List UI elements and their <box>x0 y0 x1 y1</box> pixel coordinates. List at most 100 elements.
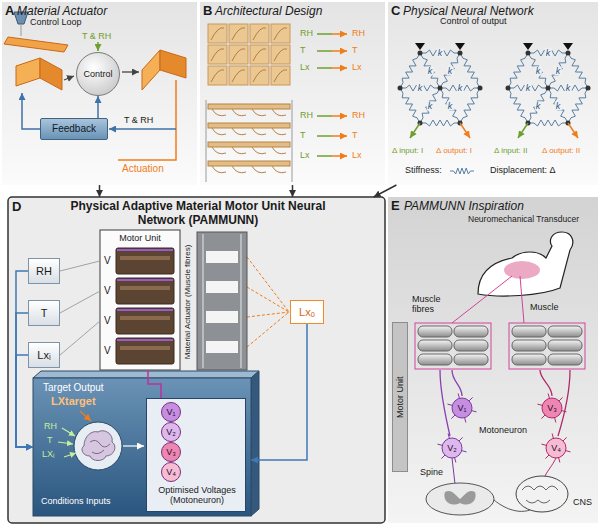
muscle-fibre <box>548 354 582 365</box>
dendrite <box>469 397 473 401</box>
input-arrow <box>410 123 420 138</box>
stiffness-symbol: k <box>457 84 464 93</box>
lattice-node <box>438 86 443 91</box>
input-box: T <box>28 300 60 326</box>
muscle-belly <box>504 261 540 279</box>
output-label: Δ output: II <box>542 146 580 155</box>
fin-curl <box>252 128 266 135</box>
output-label: Δ output: I <box>436 146 472 155</box>
spring <box>528 88 548 123</box>
input-label: LXᵢ <box>42 449 54 459</box>
muscle-fibre <box>418 326 452 337</box>
part-label: Muscle fibres <box>412 294 448 315</box>
facade-tile <box>250 45 269 64</box>
brain-icon <box>74 422 122 470</box>
lattice-node <box>418 51 423 56</box>
input-label: RH <box>300 110 313 120</box>
part-label: Motoneuron <box>479 425 527 435</box>
input-arrow <box>518 123 528 138</box>
dendrite <box>472 411 477 412</box>
stiffness-symbol: k <box>535 66 542 75</box>
facade-tile <box>271 45 290 64</box>
panel-frame <box>8 197 385 523</box>
spring <box>568 88 588 123</box>
voltage-node: V₃ <box>161 442 181 462</box>
facade-tile <box>271 66 290 85</box>
muscle-fibre <box>454 354 488 365</box>
spring <box>420 88 440 123</box>
folded-actuator <box>142 50 160 90</box>
actuator-cut <box>203 234 204 368</box>
voltage-node: V₄ <box>161 462 181 482</box>
strip-gloss <box>120 286 170 290</box>
node-label: T <box>41 307 48 320</box>
input-arrow <box>317 50 332 52</box>
signal-label: T & RH <box>82 31 111 41</box>
fin-curl <box>232 109 246 116</box>
output-line <box>247 257 289 312</box>
muscle-link <box>520 276 524 323</box>
controller-top <box>33 371 259 378</box>
spring <box>508 88 528 123</box>
connector <box>60 291 100 313</box>
output-arrow <box>332 135 347 137</box>
voltage-label: V₁ <box>166 407 175 417</box>
lattice-node <box>586 86 591 91</box>
target-arrow <box>80 411 91 421</box>
panel-letter: D <box>12 200 21 215</box>
panel-title: PAMMUNN Inspiration <box>404 200 524 214</box>
input-arrow <box>317 67 332 69</box>
node-label: Optimised Voltages (Motoneuron) <box>149 485 245 506</box>
panel-frame: EPAMMUNN InspirationMotor Unit <box>388 197 598 523</box>
output-arrow <box>332 155 347 157</box>
input-box: RH <box>28 258 60 284</box>
tile-curl <box>211 28 224 40</box>
stiffness-symbol: k <box>525 84 532 93</box>
dendrite <box>538 404 543 405</box>
panel-ground <box>388 197 598 523</box>
tile-curl <box>274 70 287 82</box>
voltage-label: V₄ <box>166 467 176 477</box>
material-actuator <box>197 232 247 370</box>
axon <box>452 370 462 396</box>
input-label: Lx <box>300 150 310 160</box>
input-label: T <box>300 45 306 55</box>
fin-curl <box>272 147 286 154</box>
stiffness-symbol: k <box>447 101 454 110</box>
strip-gloss <box>120 346 170 350</box>
voltage-node: V₁ <box>161 402 181 422</box>
spring <box>528 120 568 126</box>
spring <box>548 88 568 123</box>
panel-frame: CPhysical Neural Network <box>388 2 598 185</box>
annotation: Control Loop <box>30 17 82 27</box>
dendrite <box>545 455 549 459</box>
stiffness-symbol: k <box>417 84 424 93</box>
panel-title: Architectural Design <box>215 5 322 19</box>
axon <box>440 370 450 436</box>
anchor-triangle <box>415 43 425 50</box>
motor-unit-network <box>33 230 289 516</box>
muscle-fibre <box>418 354 452 365</box>
input-arrow <box>97 42 99 51</box>
mullion <box>292 100 293 182</box>
tile-curl <box>274 28 287 40</box>
dendrite <box>465 418 466 423</box>
output-arrow <box>332 50 347 52</box>
dendrite <box>559 397 563 401</box>
actuator-flap <box>206 341 238 353</box>
motor-unit-bar: Motor Unit <box>392 322 408 472</box>
input-label: Δ input: II <box>494 146 527 155</box>
input-label: T <box>300 130 306 140</box>
spring <box>460 88 480 123</box>
motoneuron-body <box>442 438 462 458</box>
output-arrow <box>568 123 578 138</box>
mullion <box>206 100 207 182</box>
muscle-fibre <box>418 340 452 351</box>
muscle-fibre <box>548 326 582 337</box>
folded-actuator <box>40 58 62 90</box>
louver-fin <box>208 142 290 147</box>
part-label: Spine <box>420 467 443 477</box>
lattice-node <box>566 51 571 56</box>
dendrite <box>455 458 456 463</box>
